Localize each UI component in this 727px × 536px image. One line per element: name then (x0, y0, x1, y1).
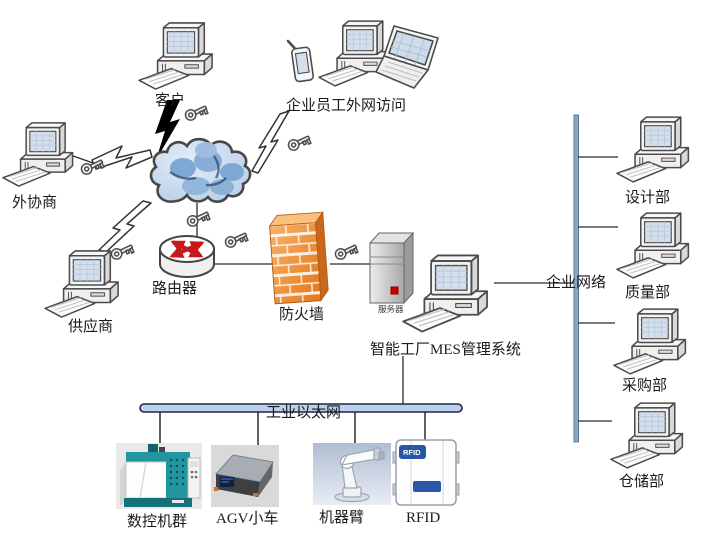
industrial-ethernet-bus (139, 403, 463, 413)
rfid-label: RFID (406, 510, 440, 526)
design-dept-pc-icon (616, 116, 690, 183)
internet-cloud-icon (149, 137, 252, 203)
design-dept-label: 设计部 (625, 189, 670, 206)
key-icon (332, 241, 360, 262)
router-arrows (169, 240, 205, 258)
warehouse-dept-label: 仓储部 (619, 473, 664, 490)
firewall-label: 防火墙 (279, 306, 324, 323)
enterprise-branches (578, 156, 618, 422)
employee-pc-icon (318, 20, 392, 87)
customer-label: 客户 (155, 92, 185, 109)
employee-pda-icon (286, 39, 314, 83)
rfid-reader-image: RFID (392, 439, 460, 506)
warehouse-dept-pc-icon (610, 402, 684, 469)
firewall-icon (268, 211, 329, 305)
mes-label: 智能工厂MES管理系统 (370, 340, 521, 358)
lightning-bolt-partner (91, 145, 153, 170)
employees-label: 企业员工外网访问 (286, 96, 406, 114)
enterprise-network-bus (573, 114, 579, 443)
lightning-bolt-supplier (98, 200, 152, 253)
router-icon (159, 235, 215, 278)
router-label: 路由器 (152, 280, 197, 297)
agv-cart-image (211, 445, 279, 507)
quality-dept-pc-icon (616, 212, 690, 279)
purchasing-dept-pc-icon (613, 308, 687, 375)
lightning-bolt-customer (155, 100, 180, 160)
server-icon (368, 231, 415, 305)
enterprise-network-label: 企业网络 (546, 273, 606, 291)
server-label: 服务器 (378, 304, 404, 314)
cnc-label: 数控机群 (127, 513, 187, 530)
employee-laptop-icon (375, 25, 439, 89)
key-icon (285, 132, 313, 153)
rfid-device-label: RFID (403, 448, 421, 457)
key-icon (184, 208, 212, 229)
industrial-ethernet-label: 工业以太网 (266, 404, 341, 421)
purchasing-dept-label: 采购部 (622, 377, 667, 394)
robot-arm-image (313, 443, 391, 505)
supplier-pc-icon (44, 250, 119, 318)
mes-pc-icon (402, 254, 488, 333)
cnc-machine-image (116, 443, 202, 509)
partner-label: 外协商 (12, 194, 57, 211)
robot-arm-label: 机器臂 (319, 509, 364, 526)
lightning-bolt-employees (251, 110, 290, 174)
customer-pc-icon (138, 22, 213, 90)
quality-dept-label: 质量部 (625, 284, 670, 301)
key-icon (222, 229, 250, 250)
key-icon (182, 102, 210, 123)
agv-label: AGV小车 (216, 510, 279, 527)
ethernet-drops (159, 412, 426, 447)
partner-pc-icon (2, 122, 74, 187)
supplier-label: 供应商 (68, 317, 113, 335)
